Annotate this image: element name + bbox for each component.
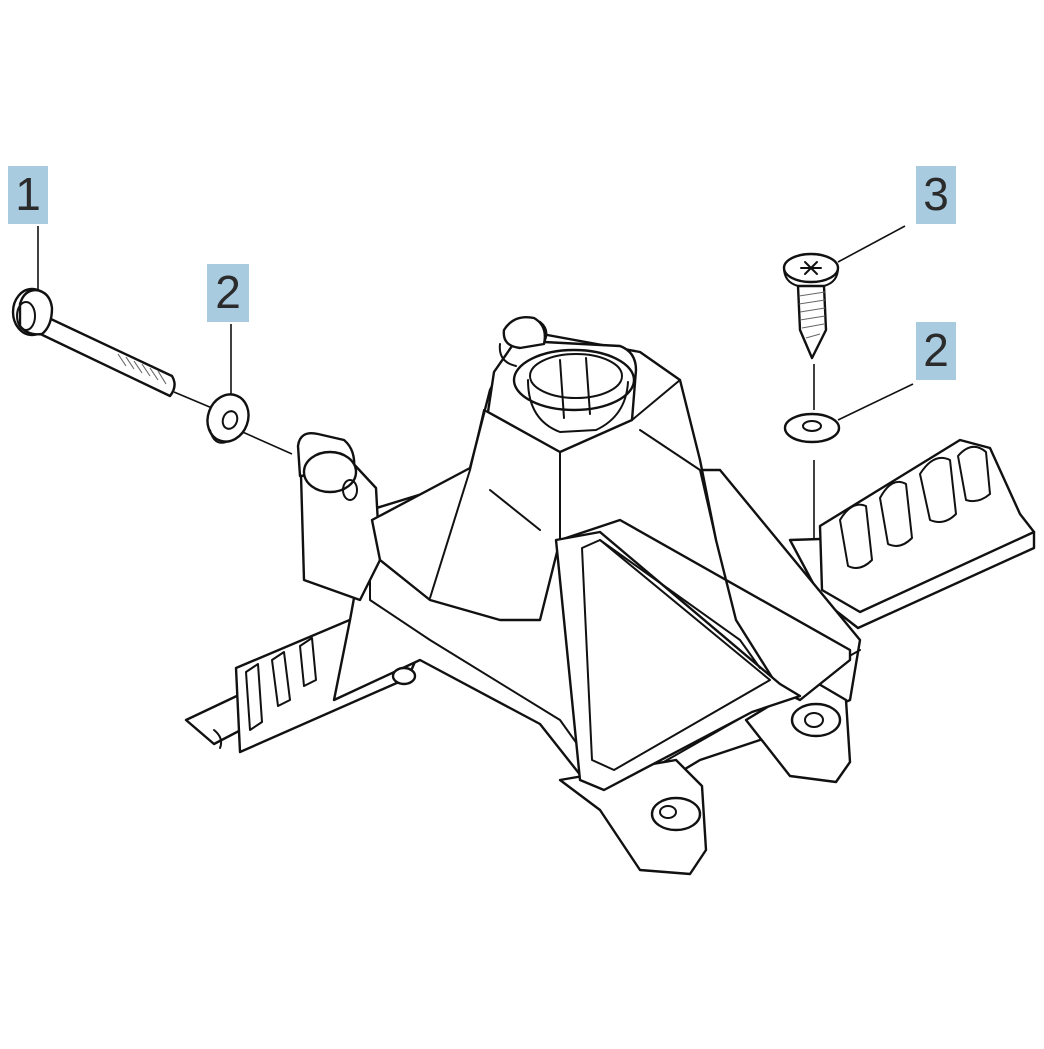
leader-lines: [37, 225, 914, 421]
callout-label-1: 1: [8, 166, 48, 224]
callout-label-2-left: 2: [207, 264, 249, 322]
washer-right-part: [783, 412, 841, 444]
callout-label-3: 3: [916, 166, 956, 224]
callout-label-2-right: 2: [916, 322, 956, 380]
screw-part: [782, 252, 840, 360]
washer-left-part: [206, 393, 250, 444]
housing-part: [184, 316, 1036, 876]
bolt-part: [11, 287, 176, 398]
